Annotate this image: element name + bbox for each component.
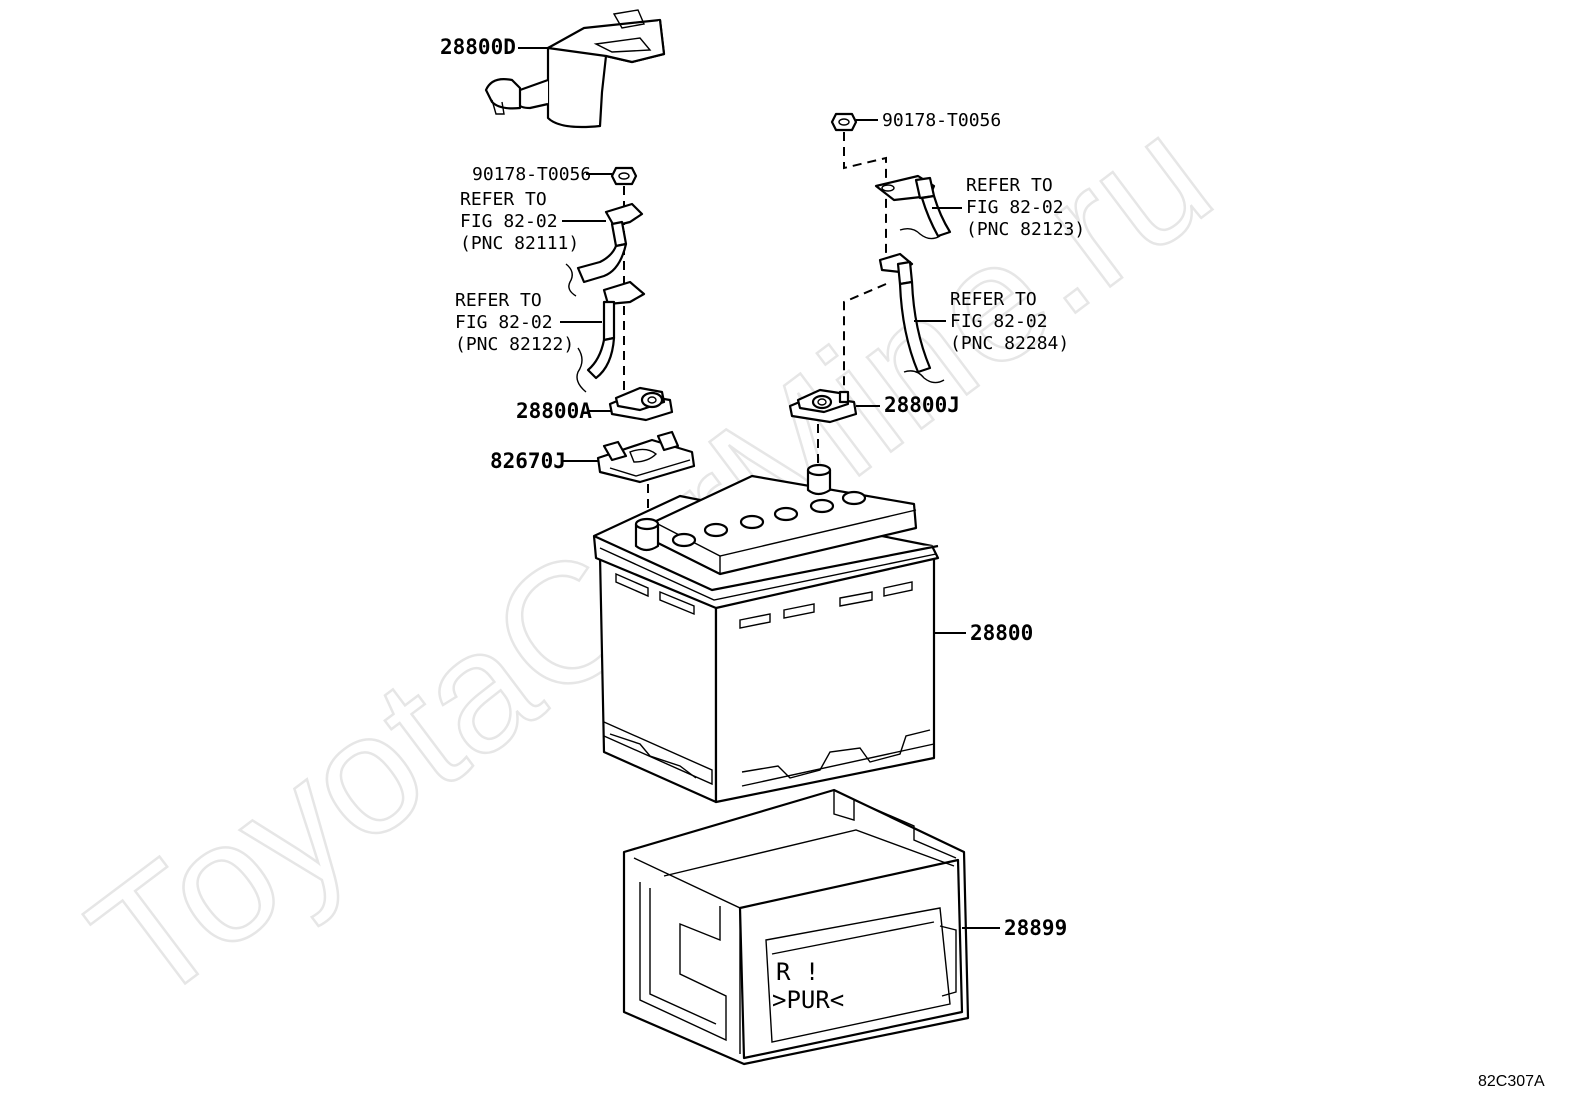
- cable-82123[interactable]: [874, 174, 952, 240]
- ref-82284-line3: (PNC 82284): [950, 333, 1069, 354]
- ref-82111-line2: FIG 82-02: [460, 211, 558, 232]
- label-28800d: 28800D: [440, 35, 516, 59]
- label-28800j: 28800J: [884, 393, 960, 417]
- ref-82284-line1: REFER TO: [950, 289, 1037, 310]
- label-nut-left: 90178-T0056: [472, 164, 591, 185]
- label-28800a: 28800A: [516, 399, 592, 423]
- diagram-code: 82C307A: [1478, 1073, 1545, 1090]
- battery-28800[interactable]: [592, 463, 940, 804]
- ref-82122-line1: REFER TO: [455, 290, 542, 311]
- ref-82111-line1: REFER TO: [460, 189, 547, 210]
- nut-right[interactable]: [830, 112, 858, 132]
- label-28800: 28800: [970, 621, 1033, 645]
- battery-tray-28899[interactable]: R ! >PUR<: [622, 788, 970, 1066]
- nut-left[interactable]: [610, 166, 638, 186]
- vent-caps: [671, 490, 867, 548]
- ref-82284-line2: FIG 82-02: [950, 311, 1048, 332]
- tray-marking-pur: >PUR<: [772, 986, 844, 1014]
- terminal-cover-28800d[interactable]: [484, 9, 666, 129]
- ref-82123-line2: FIG 82-02: [966, 197, 1064, 218]
- ref-82122-line3: (PNC 82122): [455, 334, 574, 355]
- terminal-28800a[interactable]: [608, 386, 674, 422]
- label-28899: 28899: [1004, 916, 1067, 940]
- ref-82123-line3: (PNC 82123): [966, 219, 1085, 240]
- cable-82122[interactable]: [576, 280, 646, 393]
- terminal-28800j[interactable]: [788, 388, 858, 424]
- ref-82123-line1: REFER TO: [966, 175, 1053, 196]
- cable-82111[interactable]: [565, 202, 644, 297]
- ref-82111-line3: (PNC 82111): [460, 233, 579, 254]
- terminal-posts: [634, 463, 832, 552]
- label-nut-right: 90178-T0056: [882, 110, 1001, 131]
- ref-82122-line2: FIG 82-02: [455, 312, 553, 333]
- cable-82284[interactable]: [878, 252, 945, 384]
- terminal-clamp-82670j[interactable]: [596, 430, 696, 484]
- tray-marking-r: R !: [776, 958, 819, 986]
- label-82670j: 82670J: [490, 449, 566, 473]
